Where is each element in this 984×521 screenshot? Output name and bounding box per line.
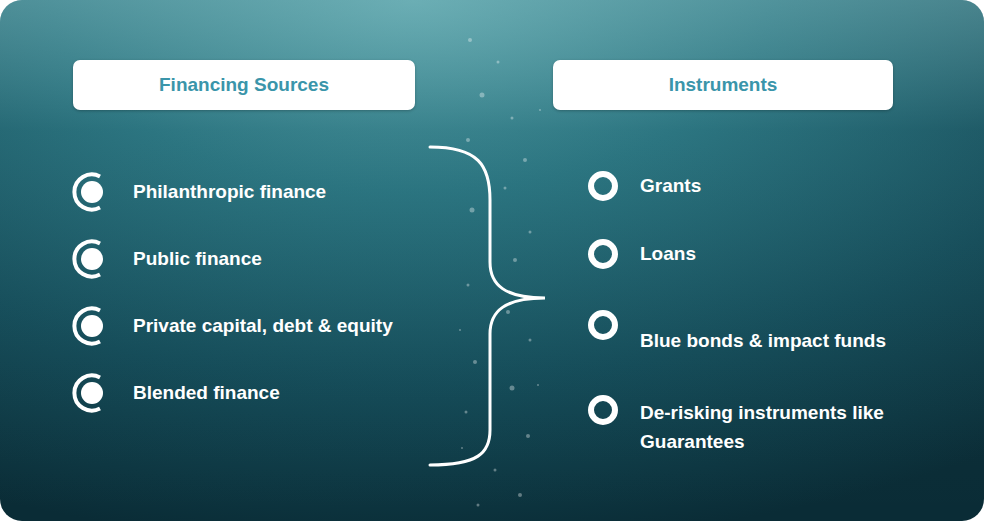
- source-item: Blended finance: [133, 378, 280, 407]
- header-text: Financing Sources: [159, 74, 329, 96]
- source-item: Public finance: [133, 244, 262, 273]
- curly-brace: [430, 147, 545, 465]
- header-box: Financing Sources: [73, 60, 415, 110]
- instrument-item: Loans: [640, 239, 696, 268]
- instrument-item: De-risking instruments like Guarantees: [640, 398, 890, 457]
- source-bullets: [74, 175, 103, 411]
- header-box: Instruments: [553, 60, 893, 110]
- instrument-item: Grants: [640, 171, 701, 200]
- bubbles: [459, 38, 541, 507]
- source-item: Philanthropic finance: [133, 177, 326, 206]
- source-item: Private capital, debt & equity: [133, 311, 393, 340]
- header-text: Instruments: [669, 74, 778, 96]
- instrument-bullets: [591, 174, 615, 422]
- instrument-item: Blue bonds & impact funds: [640, 326, 890, 355]
